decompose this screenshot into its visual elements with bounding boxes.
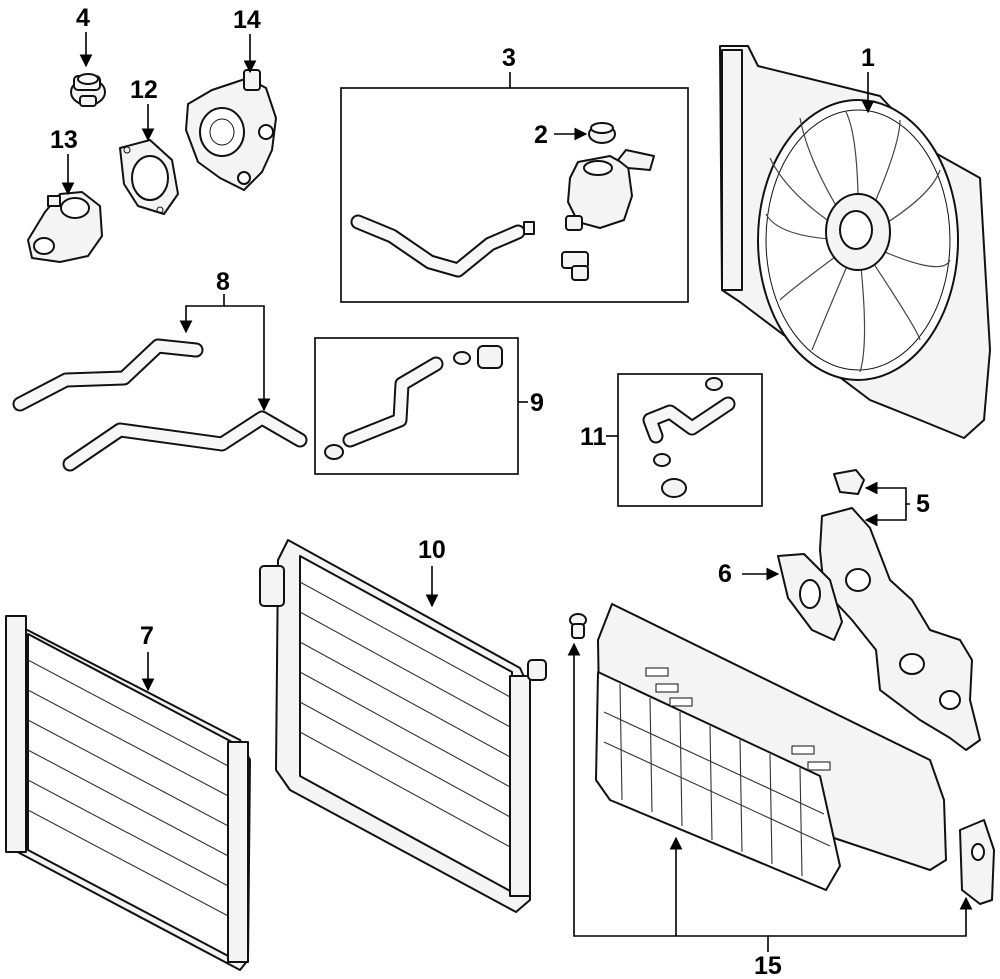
callout-4-label: 4 (76, 4, 90, 32)
callout-2-label: 2 (534, 121, 548, 149)
upper-radiator-hose-part (12, 338, 204, 412)
hose-11-part (642, 377, 736, 498)
callout-8-leader-b (224, 305, 271, 412)
grille-shutter-part (595, 603, 947, 891)
shutter-pin-part (569, 613, 587, 639)
hose-9-group-box (314, 337, 519, 475)
callout-10-label: 10 (418, 536, 446, 564)
water-pump-part (185, 69, 277, 191)
callout-1-label: 1 (861, 44, 875, 72)
callout-15-label: 15 (754, 952, 782, 979)
condenser-part (259, 539, 547, 913)
callout-15-leader (567, 642, 769, 952)
callout-7-label: 7 (140, 622, 154, 650)
callout-8-leader (179, 294, 225, 334)
callout-5-label: 5 (916, 490, 930, 518)
callout-9-label: 9 (530, 389, 544, 417)
lower-radiator-hose-part (62, 410, 308, 472)
radiator-part (5, 615, 251, 971)
thermostat-part (70, 73, 106, 107)
callout-5-leader (864, 481, 910, 505)
callout-12-label: 12 (130, 76, 158, 104)
fan-shroud-part (719, 45, 991, 439)
callout-14-label: 14 (233, 6, 261, 34)
water-outlet-part (27, 191, 103, 263)
callout-5-leader-b (864, 504, 907, 527)
housing-gasket-part (777, 553, 843, 641)
callout-8-label: 8 (216, 268, 230, 296)
hose-9-part (324, 345, 503, 460)
reservoir-group-box (340, 87, 689, 303)
gasket-part (119, 139, 179, 215)
callout-13-label: 13 (50, 126, 78, 154)
callout-6-label: 6 (718, 560, 732, 588)
reservoir-hose (350, 214, 535, 278)
callout-11-label: 11 (580, 423, 607, 451)
reservoir-cap-part (588, 122, 616, 144)
hose-11-group-box (617, 373, 763, 507)
thermostat-housing-part (819, 469, 981, 751)
callout-3-label: 3 (502, 44, 516, 72)
coolant-reservoir-part (561, 149, 655, 281)
callout-15-leader-c (768, 896, 973, 937)
shutter-actuator-part (959, 819, 995, 905)
